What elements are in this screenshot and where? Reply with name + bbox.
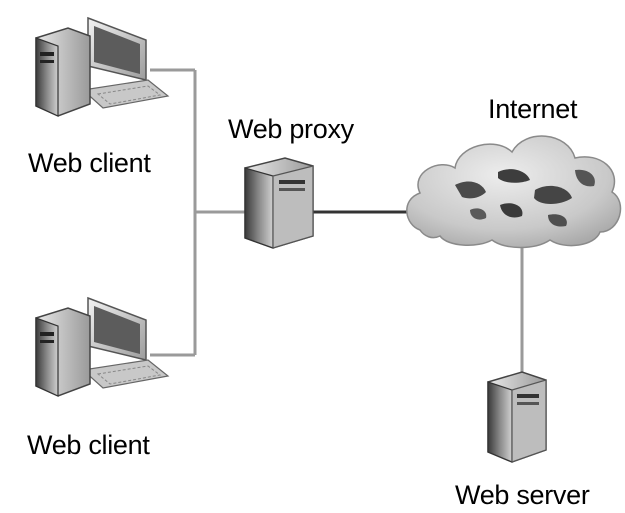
desktop-computer-icon: [35, 16, 170, 117]
internet-label: Internet: [488, 94, 578, 124]
web-server-label: Web server: [455, 480, 590, 510]
web-client-bottom-label: Web client: [27, 430, 150, 460]
tower-server-icon: [244, 157, 314, 249]
connections: [150, 68, 524, 372]
tower-server-icon: [487, 371, 547, 463]
web-proxy-label: Web proxy: [228, 114, 354, 144]
desktop-computer-icon: [35, 296, 170, 397]
web-client-top-label: Web client: [28, 148, 151, 178]
internet-cloud-icon: [406, 135, 622, 249]
